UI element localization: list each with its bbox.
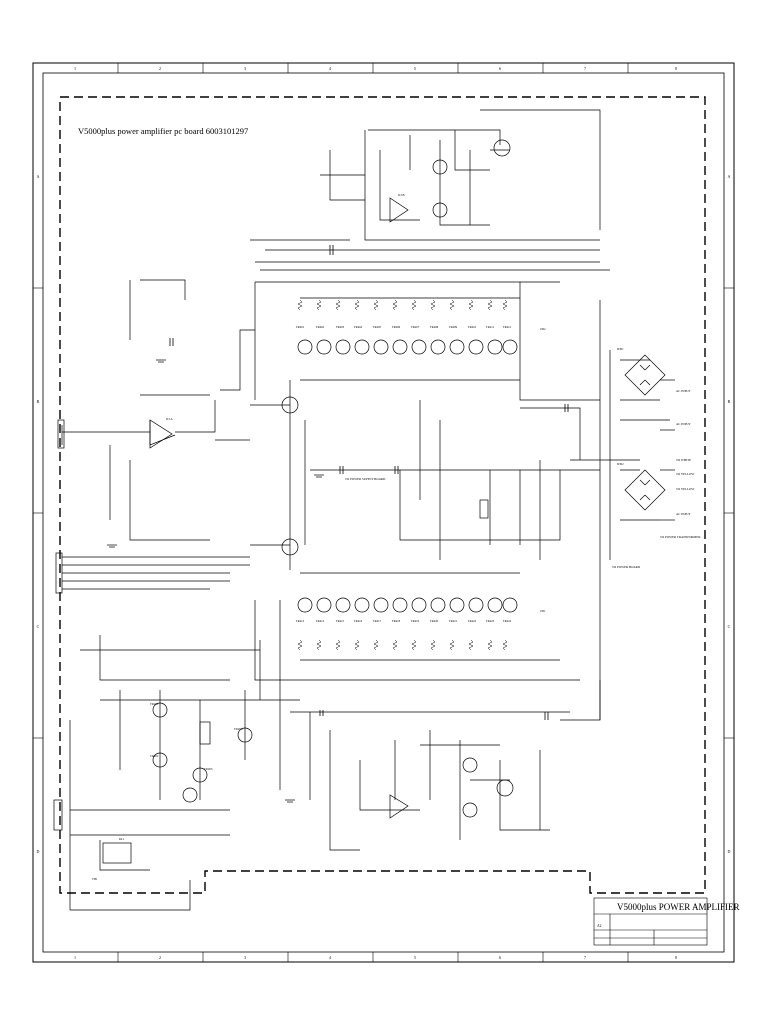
component-label: TR421 [449,619,458,623]
connector-labels: TO POWER SUPPLY BOARD TO POWER TRANSFORM… [345,389,701,569]
col-label: 3 [244,955,246,960]
col-label: 2 [159,955,161,960]
capacitors [169,245,569,720]
component-label: TR406 [392,325,401,329]
ground-symbols [107,359,324,803]
component-label: IC1B [398,193,405,197]
output-transistors-bottom [297,597,518,613]
component-label: TR416 [354,619,363,623]
component-label: TR407 [411,325,420,329]
transistor-labels-bottom: TR413 TR414 TR415 TR416 TR417 TR418 TR41… [296,619,512,623]
component-label: TR401 [296,325,305,329]
component-label: TR415 [336,619,345,623]
component-label: TR408 [430,325,439,329]
transistor-labels-top: TR401 TR402 TR403 TR404 TR405 TR406 TR40… [296,325,512,329]
component-label: TR404 [354,325,363,329]
col-label: 1 [74,66,76,71]
col-label: 4 [329,955,331,960]
output-transistors-top [297,339,518,355]
component-label: TR418 [392,619,401,623]
component-label: TR403 [336,325,345,329]
title-block-heading: V5000plus POWER AMPLIFIER [617,902,740,912]
row-label: B [728,399,731,404]
col-label: 1 [74,955,76,960]
misc-component-labels: IC1A IC1B TR201 TR202 TR203 TR204 RL1 TH… [92,193,624,881]
op-amps [149,197,409,819]
to-yellow-label: TO YELLOW [676,472,694,476]
component-label: IC1A [166,417,174,421]
board-outline [59,96,706,894]
component-label: TR410 [468,325,477,329]
ac-input-label: AC INPUT [676,422,691,426]
row-label: B [37,399,40,404]
board-title: V5000plus power amplifier pc board 60031… [78,126,249,136]
to-yellow-label: TO YELLOW [676,487,694,491]
component-label: TR405 [373,325,382,329]
col-label: 5 [414,66,416,71]
wiring [61,109,675,911]
to-white-label: TO WHITE [676,458,691,462]
grid-labels: 1 2 3 4 5 6 7 8 1 2 3 4 5 6 7 8 A B C D … [37,66,731,960]
title-block-size: A2 [597,924,602,928]
component-label: RL1 [119,837,125,841]
col-label: 8 [675,66,677,71]
row-label: D [728,849,731,854]
component-label: TR413 [296,619,305,623]
component-label: TR417 [373,619,382,623]
col-label: 7 [584,955,586,960]
component-label: TR409 [449,325,458,329]
ac-input-label: AC INPUT [676,389,691,393]
component-label: TR202 [150,754,159,758]
driver-transistors [152,139,514,818]
col-label: 5 [414,955,416,960]
component-label: TR402 [316,325,325,329]
outer-frame [32,62,735,963]
col-label: 6 [499,955,501,960]
component-label: TR423 [486,619,495,623]
component-label: TR424 [503,619,512,623]
to-power-transformer-label: TO POWER TRANSFORMER [660,535,701,539]
ac-input-label: AC INPUT [676,512,691,516]
row-label: C [728,624,731,629]
title-block [593,897,708,946]
component-label: ZD1 [540,609,546,613]
component-label: TR203 [204,767,213,771]
component-label: TR411 [486,325,495,329]
component-label: TH1 [92,877,98,881]
row-label: A [37,174,40,179]
emitter-resistors [297,299,508,651]
component-label: TR204 [234,727,243,731]
col-label: 4 [329,66,331,71]
relay-and-connectors [53,419,489,864]
component-label: ZD2 [540,327,546,331]
row-label: C [37,624,40,629]
col-label: 7 [584,66,586,71]
to-power-board-label: TO POWER BOARD [612,565,641,569]
component-label: TR422 [468,619,477,623]
component-label: TR412 [503,325,512,329]
inner-frame [42,72,725,953]
col-label: 6 [499,66,501,71]
component-label: TR414 [316,619,325,623]
col-label: 2 [159,66,161,71]
component-label: D301 [617,347,624,351]
component-label: TR420 [430,619,439,623]
component-label: TR419 [411,619,420,623]
component-label: D302 [617,462,624,466]
component-label: TR201 [150,702,159,706]
grid-ticks [33,63,734,962]
to-power-supply-board-label: TO POWER SUPPLY BOARD [345,477,386,481]
row-label: D [37,849,40,854]
row-label: A [728,174,731,179]
col-label: 3 [244,66,246,71]
col-label: 8 [675,955,677,960]
bridge-rectifiers [624,354,666,511]
